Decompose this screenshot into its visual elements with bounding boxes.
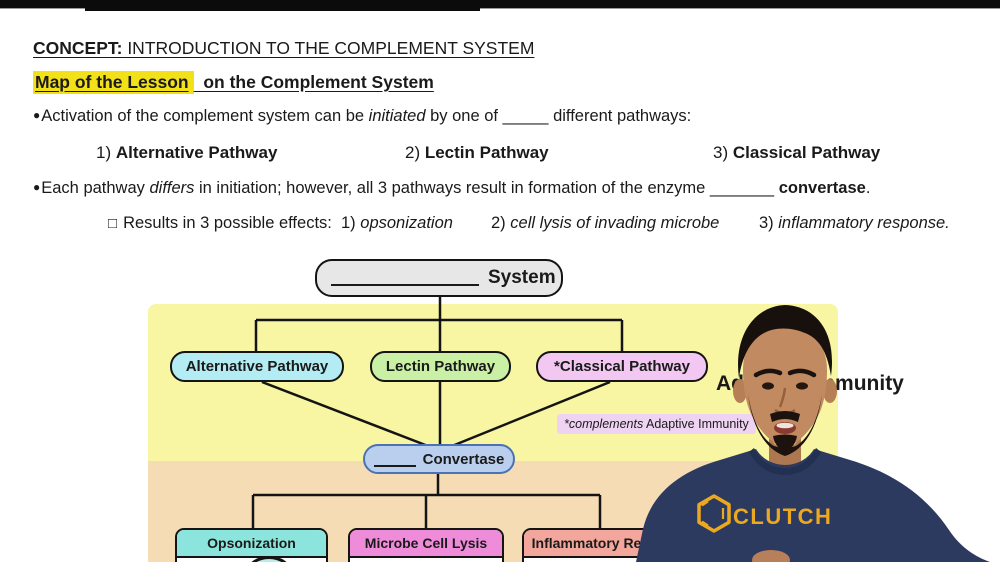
square-bullet-icon: □: [108, 215, 118, 232]
video-top-bar-segment: [85, 0, 480, 11]
shirt-logo-text: CLUTCH: [733, 504, 832, 529]
beard: [748, 394, 822, 456]
microbe-cell-lysis-card-header: Microbe Cell Lysis: [350, 530, 502, 558]
clutch-logo: CLUTCH: [697, 494, 832, 533]
blank-answer: _______: [709, 179, 775, 197]
effect-item-2: 2) cell lysis of invading microbe: [491, 214, 720, 232]
blank-answer: _____: [502, 107, 549, 125]
complements-note: *complements Adaptive Immunity: [557, 414, 756, 434]
convertase-box: Convertase: [363, 444, 515, 474]
effects-label: □Results in 3 possible effects:: [108, 214, 332, 232]
pathway-item-3: 3) Classical Pathway: [713, 143, 881, 162]
pathway-item-1: 1) Alternative Pathway: [96, 143, 278, 162]
bullet-icon: ●: [33, 180, 41, 194]
pathway-item-2: 2) Lectin Pathway: [405, 143, 549, 162]
concept-label: CONCEPT:: [33, 38, 123, 58]
concept-title: INTRODUCTION TO THE COMPLEMENT SYSTEM: [122, 38, 535, 58]
classical-pathway-box: *Classical Pathway: [536, 351, 708, 382]
hair: [738, 305, 833, 378]
effect-item-1: 1) opsonization: [341, 214, 453, 232]
lesson-heading: Map of the Lesson on the Complement Syst…: [33, 71, 434, 94]
opsonization-card-header: Opsonization: [177, 530, 326, 558]
lesson-heading-highlight: Map of the Lesson: [33, 71, 194, 94]
bullet-activation: ●Activation of the complement system can…: [33, 107, 692, 125]
opsonization-card: Opsonization: [175, 528, 328, 562]
concept-heading: CONCEPT: INTRODUCTION TO THE COMPLEMENT …: [33, 38, 534, 59]
fill-in-blank-line: [373, 451, 416, 467]
fill-in-blank-line: [331, 270, 479, 286]
hexagon-icon: [697, 494, 731, 533]
video-top-bar: [0, 0, 1000, 11]
alternative-pathway-box: Alternative Pathway: [170, 351, 344, 382]
instructor-photo: CLUTCH: [636, 305, 990, 562]
t-shirt: [636, 449, 990, 562]
microbe-cell-lysis-card: Microbe Cell Lysis: [348, 528, 504, 562]
lectin-pathway-box: Lectin Pathway: [370, 351, 511, 382]
effect-item-3: 3) inflammatory response.: [759, 214, 950, 232]
complement-system-box: System: [315, 259, 563, 297]
bullet-icon: ●: [33, 108, 41, 122]
bullet-each-pathway: ●Each pathway differs in initiation; how…: [33, 179, 871, 197]
